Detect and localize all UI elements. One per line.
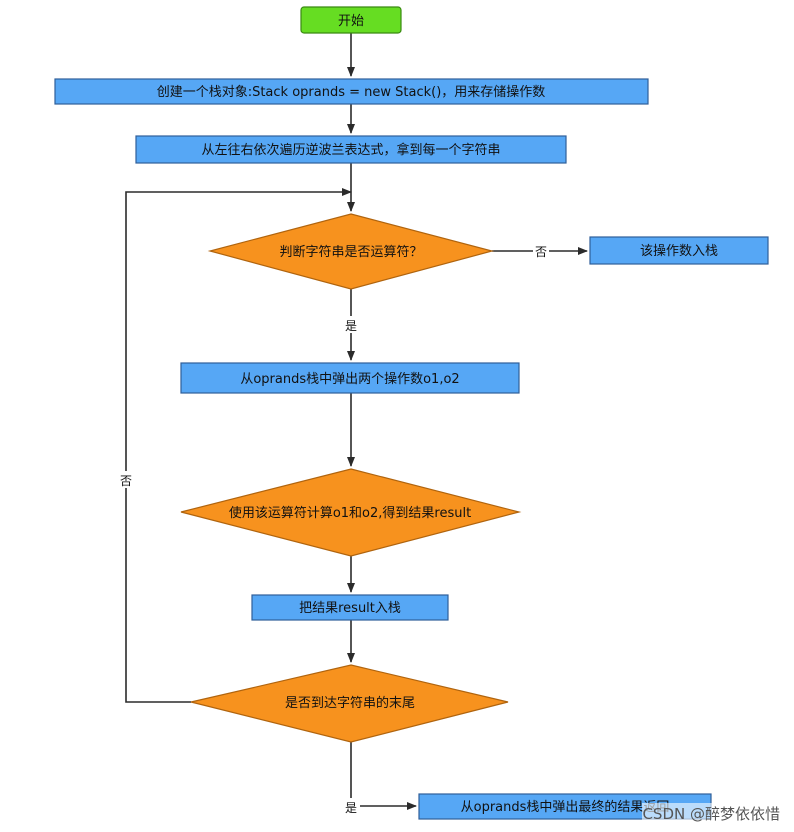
- start-label: 开始: [338, 14, 364, 29]
- pop-two-shape: [180, 362, 520, 394]
- is-end-label: 是否到达字符串的末尾: [285, 695, 415, 711]
- push-operand-shape: [589, 236, 769, 265]
- traverse-shape: [135, 135, 567, 164]
- edge-label-bg: [533, 242, 549, 259]
- edge-label-no-operator: 否: [535, 245, 547, 259]
- edge-label-bg: [117, 471, 135, 488]
- node-start: 开始: [300, 6, 402, 34]
- start-shape: [300, 6, 402, 34]
- push-operand-label: 该操作数入栈: [640, 243, 718, 259]
- compute-label: 使用该运算符计算o1和o2,得到结果result: [229, 505, 471, 521]
- traverse-label: 从左往右依次遍历逆波兰表达式，拿到每一个字符串: [201, 142, 500, 158]
- csdn-watermark: CSDN @醉梦依依惜: [642, 803, 780, 824]
- edge-label-bg: [342, 316, 360, 333]
- edge-end-check-yes-to-final: [350, 742, 417, 810]
- node-is-end: 是否到达字符串的末尾: [190, 664, 509, 743]
- node-push-operand: 该操作数入栈: [589, 236, 769, 265]
- is-operator-label: 判断字符串是否运算符？: [279, 244, 422, 260]
- edge-label-yes-operator: 是: [345, 319, 357, 333]
- compute-shape: [180, 468, 522, 557]
- edge-end-check-no-loop: [125, 188, 352, 703]
- pop-two-label: 从oprands栈中弹出两个操作数o1,o2: [240, 371, 459, 387]
- push-result-label: 把结果result入栈: [299, 601, 401, 616]
- node-create-stack: 创建一个栈对象:Stack oprands = new Stack()，用来存储…: [54, 78, 649, 105]
- node-traverse: 从左往右依次遍历逆波兰表达式，拿到每一个字符串: [135, 135, 567, 164]
- edge-label-yes-end: 是: [345, 801, 357, 815]
- create-stack-label: 创建一个栈对象:Stack oprands = new Stack()，用来存储…: [157, 84, 546, 100]
- node-is-operator: 判断字符串是否运算符？: [207, 213, 495, 290]
- node-pop-two: 从oprands栈中弹出两个操作数o1,o2: [180, 362, 520, 394]
- push-result-shape: [251, 594, 449, 621]
- edge-label-no-end: 否: [120, 474, 132, 488]
- pop-final-label: 从oprands栈中弹出最终的结果返回: [461, 799, 670, 815]
- edge-label-bg: [342, 798, 360, 815]
- node-push-result: 把结果result入栈: [251, 594, 449, 621]
- edge-labels: 否 是 否 是: [117, 242, 549, 815]
- node-compute: 使用该运算符计算o1和o2,得到结果result: [180, 468, 522, 557]
- is-end-shape: [190, 664, 509, 743]
- create-stack-shape: [54, 78, 649, 105]
- is-operator-shape: [207, 213, 495, 290]
